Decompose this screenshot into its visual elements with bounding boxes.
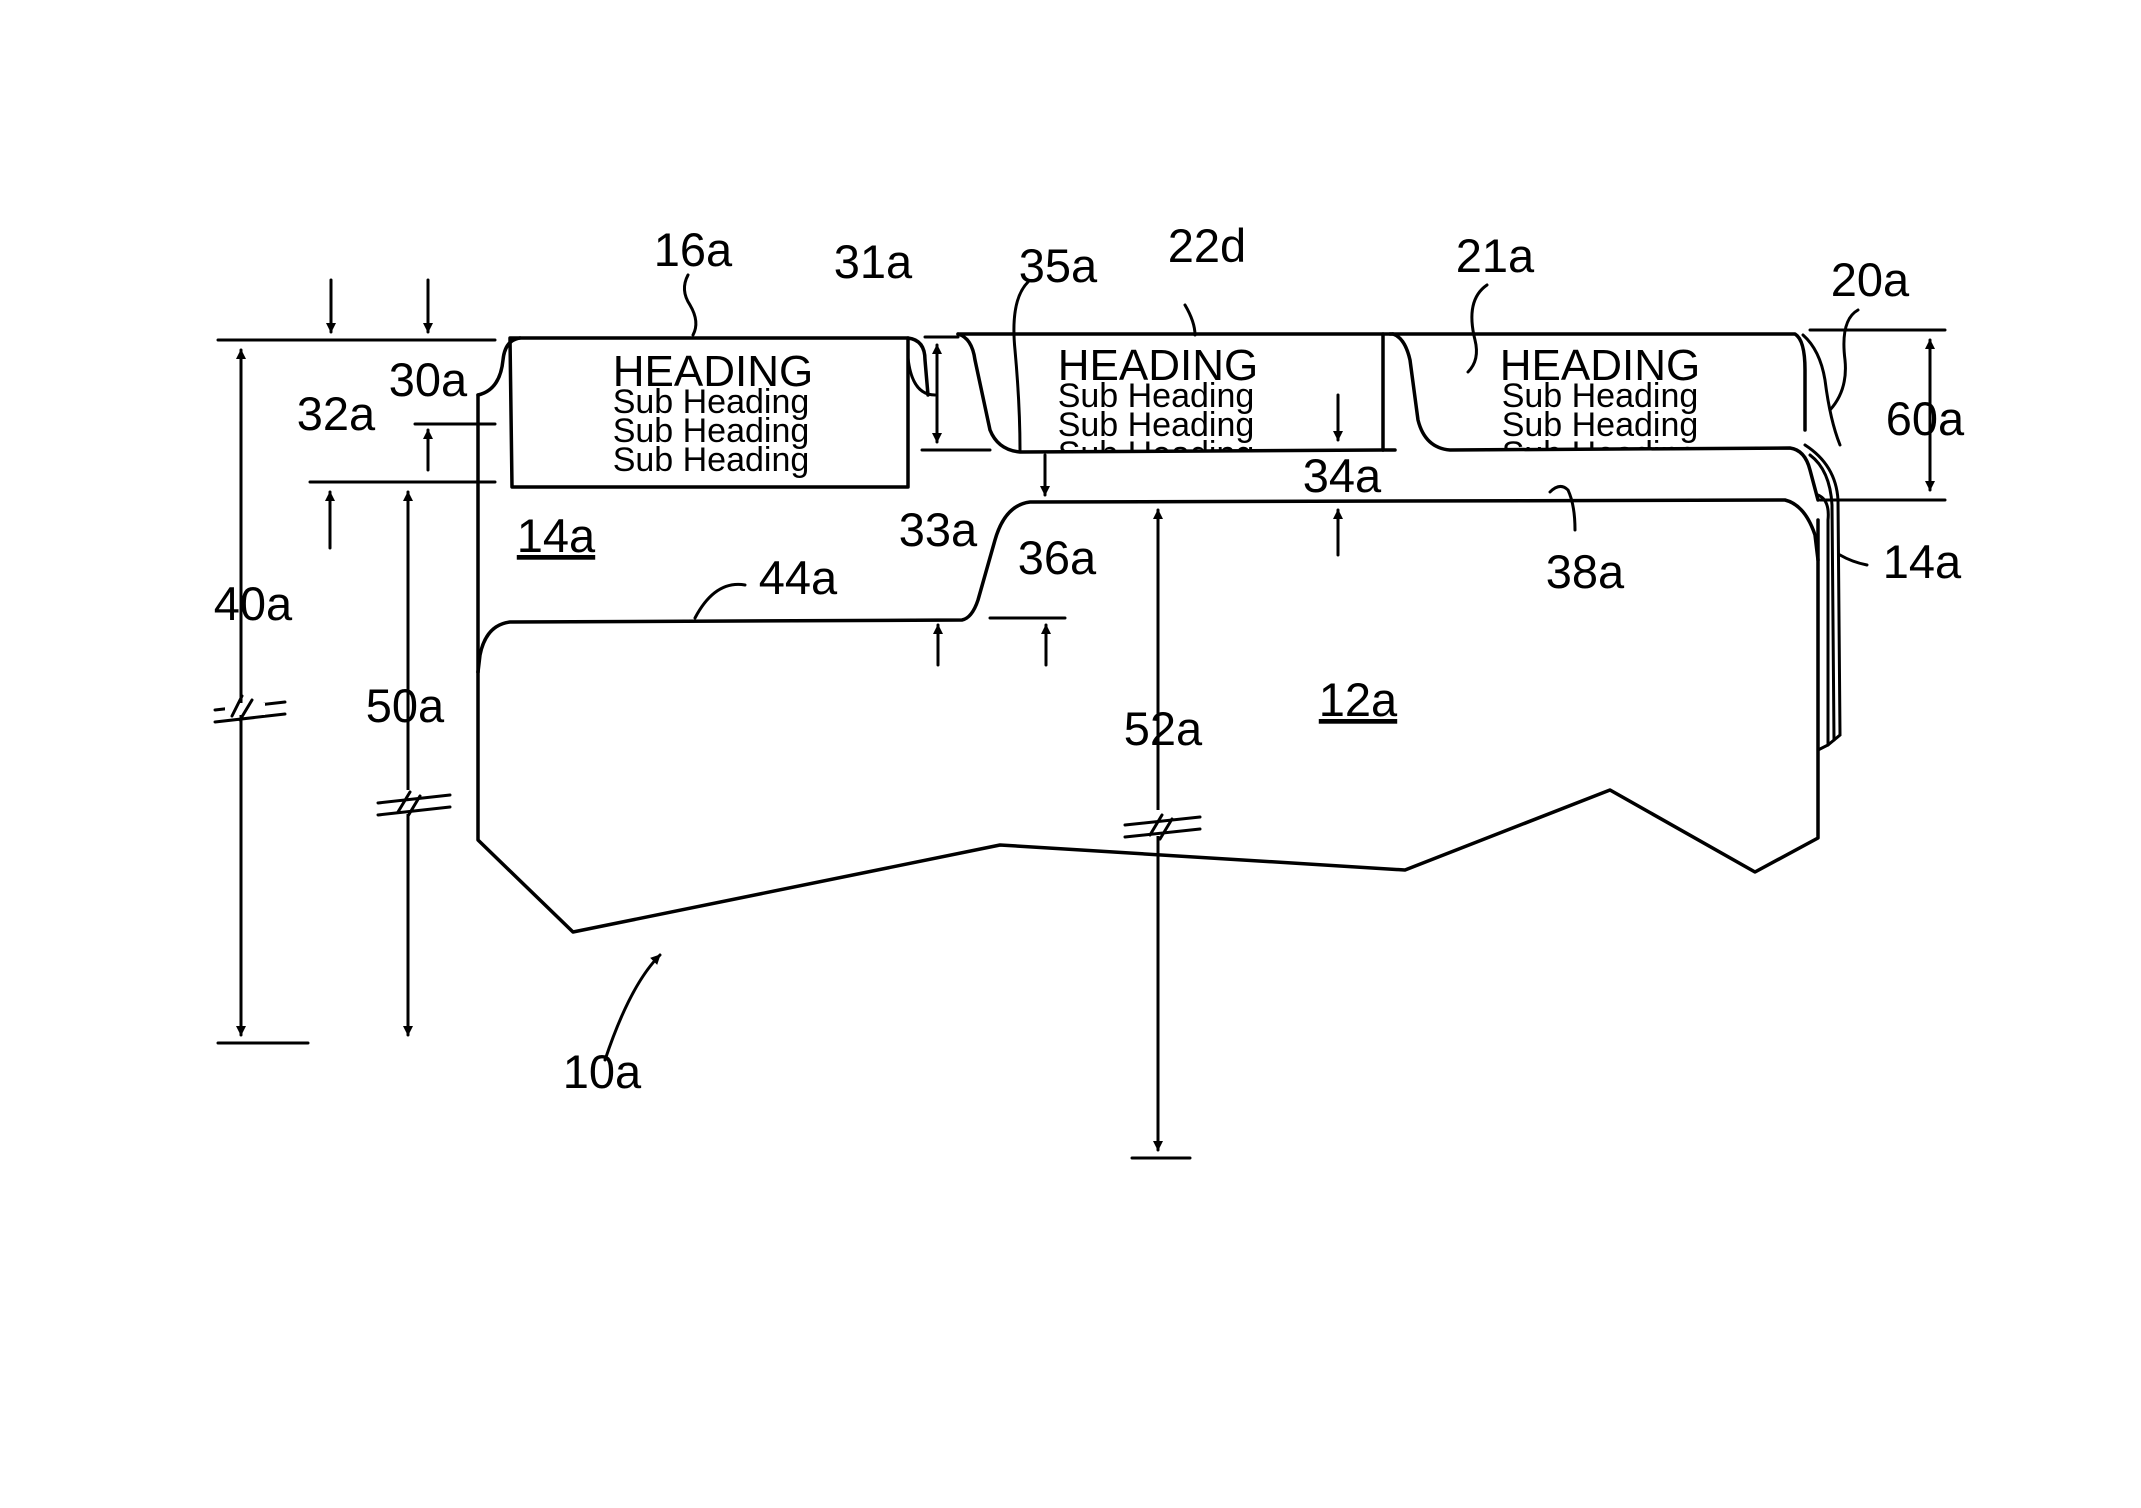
label-36a: 36a — [1018, 531, 1097, 584]
label-14a-right: 14a — [1883, 535, 1962, 588]
label-34a: 34a — [1303, 449, 1382, 502]
label-50a: 50a — [366, 679, 445, 732]
edge-20a — [1803, 335, 1840, 445]
dimension-30a-arrows — [331, 280, 428, 332]
dimension-52a — [1125, 510, 1200, 1158]
tab-21a: HEADING Sub Heading Sub Heading Sub Head… — [1383, 334, 1818, 500]
label-31a: 31a — [834, 235, 913, 288]
dimension-40a — [215, 340, 495, 1043]
label-16a: 16a — [654, 223, 733, 276]
label-12a: 12a — [1319, 673, 1398, 726]
label-21a: 21a — [1456, 229, 1535, 282]
dimension-36a — [938, 618, 1065, 665]
label-33a: 33a — [899, 503, 978, 556]
label-14a-left: 14a — [517, 509, 596, 562]
dimension-50a — [378, 492, 450, 1035]
tab-1-subheading-3: Sub Heading — [613, 441, 810, 479]
label-30a: 30a — [389, 353, 468, 406]
sheet-edge-stack — [1805, 445, 1840, 750]
label-60a: 60a — [1886, 392, 1965, 445]
dimension-31a — [908, 337, 990, 450]
label-40a: 40a — [214, 577, 293, 630]
tab-16a: HEADING Sub Heading Sub Heading Sub Head… — [510, 338, 928, 487]
label-38a: 38a — [1546, 545, 1625, 598]
tab-2-subheading-3: Sub Heading — [1058, 435, 1255, 473]
label-22d: 22d — [1168, 219, 1246, 272]
tab-3-subheading-3: Sub Heading — [1502, 435, 1699, 473]
label-32a: 32a — [297, 387, 376, 440]
label-10a: 10a — [563, 1045, 642, 1098]
label-44a: 44a — [759, 551, 838, 604]
label-20a: 20a — [1831, 253, 1910, 306]
label-35a: 35a — [1019, 239, 1098, 292]
label-52a: 52a — [1124, 702, 1203, 755]
dimension-32a — [310, 424, 495, 548]
